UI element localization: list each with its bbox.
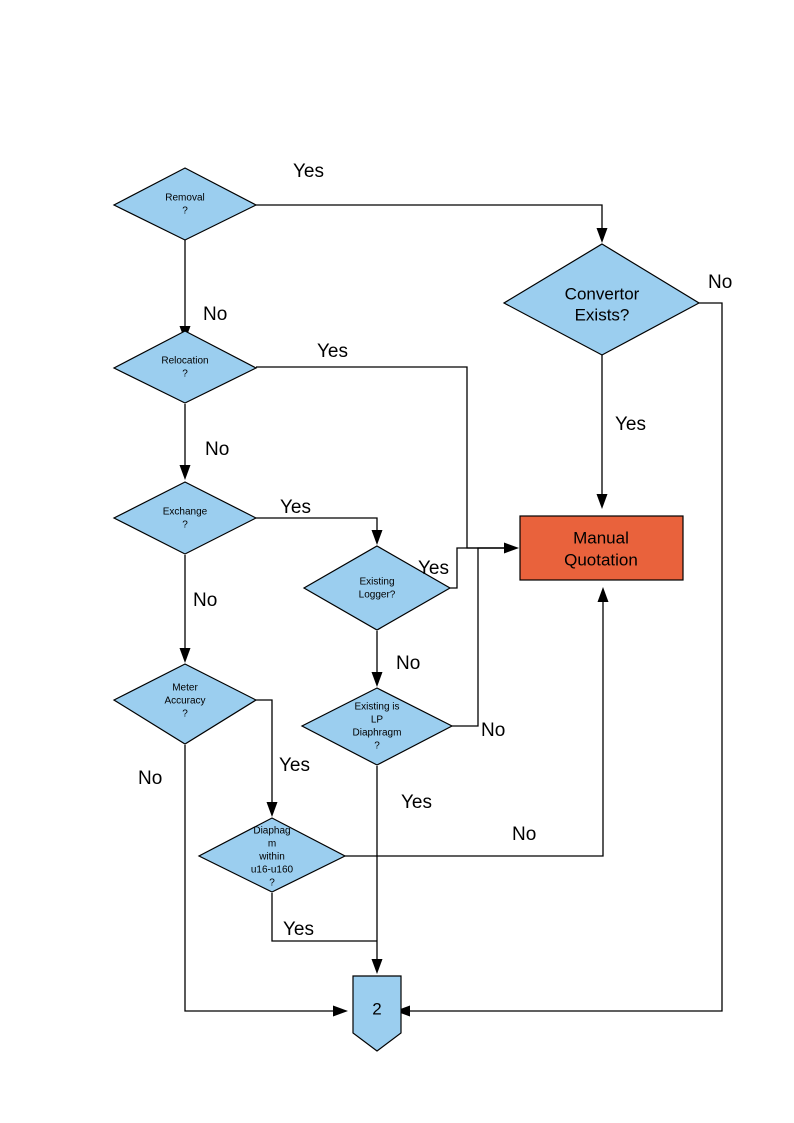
node-diaphragm-range-label-line-3: within bbox=[258, 852, 285, 863]
connector-pentagon[interactable] bbox=[352, 975, 402, 1052]
edge-exchange-yes bbox=[256, 517, 383, 545]
decision-diamond[interactable] bbox=[112, 663, 258, 745]
node-manual-quotation-label-line-1: Manual bbox=[573, 528, 629, 547]
edge-logger-yes bbox=[450, 547, 508, 589]
edge-lp-yes bbox=[371, 766, 383, 974]
node-exchange-label-line-1: Exchange bbox=[163, 507, 208, 518]
edge-label-removal-no: No bbox=[203, 304, 227, 325]
edge-logger-no bbox=[371, 631, 383, 687]
decision-diamond[interactable] bbox=[112, 167, 258, 241]
node-existing-logger[interactable]: Existing Logger? bbox=[302, 545, 452, 631]
edge-label-convertor-yes: Yes bbox=[615, 414, 646, 435]
arrowhead-icon bbox=[179, 648, 191, 663]
edge-label-exchange-yes: Yes bbox=[280, 497, 311, 518]
node-diaphragm-range-label-line-5: ? bbox=[269, 878, 275, 889]
node-existing-lp-label-line-3: Diaphragm bbox=[353, 728, 402, 739]
arrowhead-icon bbox=[596, 228, 608, 243]
node-exchange[interactable]: Exchange ? bbox=[112, 481, 258, 555]
node-diaphragm-range-label-line-2: m bbox=[268, 839, 276, 850]
node-meter-accuracy-label-line-1: Meter bbox=[172, 683, 198, 694]
edge-label-convertor-no: No bbox=[708, 272, 732, 293]
node-exchange-label-line-2: ? bbox=[182, 520, 188, 531]
node-existing-logger-label-line-1: Existing bbox=[359, 577, 394, 588]
decision-diamond[interactable] bbox=[112, 481, 258, 555]
node-manual-quotation-label-line-2: Quotation bbox=[564, 550, 638, 569]
process-box[interactable] bbox=[519, 515, 684, 581]
arrowhead-icon bbox=[395, 1005, 410, 1017]
edge-label-removal-yes: Yes bbox=[293, 161, 324, 182]
arrowhead-icon bbox=[266, 802, 278, 817]
node-diaphragm-range-label-line-1: Diaphag bbox=[253, 826, 290, 837]
node-diaphragm-range[interactable]: Diaphag m within u16-u160 ? bbox=[197, 817, 347, 893]
edge-label-relocation-yes: Yes bbox=[317, 341, 348, 362]
node-meter-accuracy[interactable]: Meter Accuracy ? bbox=[112, 663, 258, 745]
decision-diamond[interactable] bbox=[502, 243, 701, 356]
decision-diamond[interactable] bbox=[197, 817, 347, 893]
node-convertor-label-line-2: Exists? bbox=[575, 305, 630, 324]
node-existing-lp-label-line-4: ? bbox=[374, 741, 380, 752]
edge-label-logger-yes: Yes bbox=[418, 558, 449, 579]
arrowhead-icon bbox=[371, 672, 383, 687]
decision-diamond[interactable] bbox=[112, 330, 258, 404]
node-relocation-label-line-1: Relocation bbox=[161, 356, 208, 367]
arrowhead-icon bbox=[596, 494, 608, 509]
edge-removal-no bbox=[179, 239, 191, 341]
edge-label-meter-accuracy-no: No bbox=[138, 768, 162, 789]
node-convertor-exists[interactable]: Convertor Exists? bbox=[502, 243, 701, 356]
edge-label-relocation-no: No bbox=[205, 439, 229, 460]
arrowhead-icon bbox=[179, 465, 191, 480]
arrowhead-icon bbox=[333, 1005, 348, 1017]
node-removal[interactable]: Removal ? bbox=[112, 167, 258, 241]
edge-label-lp-yes: Yes bbox=[401, 792, 432, 813]
node-meter-accuracy-label-line-3: ? bbox=[182, 709, 188, 720]
edge-meter-accuracy-no bbox=[184, 745, 348, 1017]
edge-meter-accuracy-yes bbox=[256, 699, 278, 817]
node-meter-accuracy-label-line-2: Accuracy bbox=[164, 696, 205, 707]
node-diaphragm-range-label-line-4: u16-u160 bbox=[251, 865, 294, 876]
node-removal-label-line-2: ? bbox=[182, 206, 188, 217]
edge-label-convertor-no-bottom: No bbox=[512, 824, 536, 845]
arrowhead-icon bbox=[504, 542, 519, 554]
decision-diamond[interactable] bbox=[300, 687, 454, 766]
node-relocation-label-line-2: ? bbox=[182, 369, 188, 380]
edge-convertor-no bbox=[395, 302, 723, 1017]
node-relocation[interactable]: Relocation ? bbox=[112, 330, 258, 404]
node-existing-logger-label-line-2: Logger? bbox=[359, 590, 396, 601]
edge-diaphragm-right-no bbox=[345, 587, 609, 857]
arrowhead-icon bbox=[371, 530, 383, 545]
node-connector-2[interactable]: 2 bbox=[352, 975, 402, 1052]
arrowhead-icon bbox=[371, 959, 383, 974]
node-removal-label-line-1: Removal bbox=[165, 193, 204, 204]
node-existing-lp-diaphragm[interactable]: Existing is LP Diaphragm ? bbox=[300, 687, 454, 766]
node-existing-lp-label-line-2: LP bbox=[371, 715, 384, 726]
edge-label-exchange-no: No bbox=[193, 590, 217, 611]
node-existing-lp-label-line-1: Existing is bbox=[354, 702, 399, 713]
decision-diamond[interactable] bbox=[302, 545, 452, 631]
edge-relocation-no bbox=[179, 404, 191, 480]
node-convertor-label-line-1: Convertor bbox=[565, 284, 640, 303]
edge-relocation-yes bbox=[256, 366, 519, 554]
edge-exchange-no bbox=[179, 555, 191, 663]
edge-removal-yes bbox=[256, 204, 608, 243]
edge-label-meter-accuracy-yes: Yes bbox=[279, 755, 310, 776]
edge-label-lp-no: No bbox=[481, 720, 505, 741]
edge-label-diaphragm-yes: Yes bbox=[283, 919, 314, 940]
edge-diaphragm-yes bbox=[271, 893, 377, 942]
edge-convertor-yes bbox=[596, 354, 608, 509]
arrowhead-icon bbox=[597, 587, 609, 602]
edge-lp-no bbox=[452, 547, 508, 727]
node-connector-2-label: 2 bbox=[372, 999, 381, 1018]
edge-label-logger-no: No bbox=[396, 653, 420, 674]
node-manual-quotation[interactable]: Manual Quotation bbox=[519, 515, 684, 581]
